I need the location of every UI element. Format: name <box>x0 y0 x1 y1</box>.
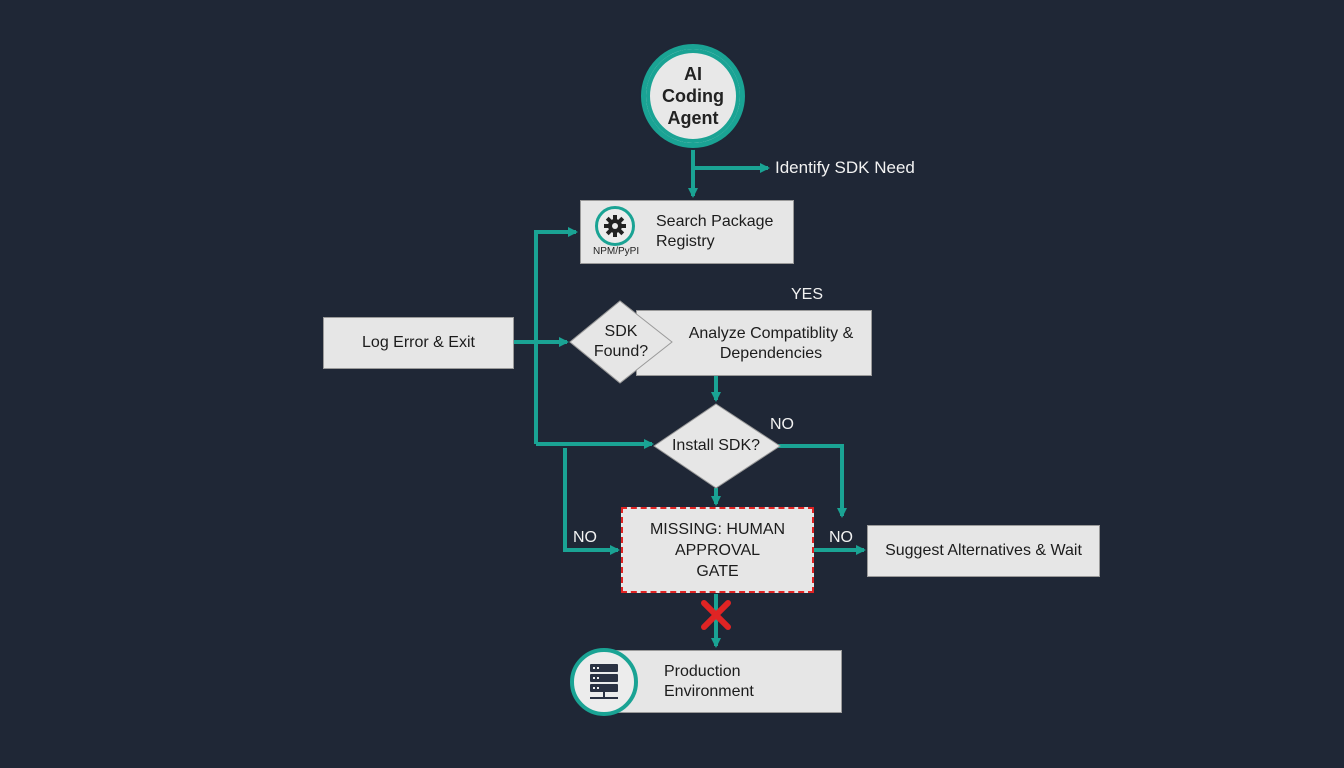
start-line1: AI <box>683 64 702 84</box>
ai-coding-agent-node: AI Coding Agent <box>641 44 745 148</box>
gate-line1: MISSING: HUMAN <box>649 520 786 538</box>
connector-left-no <box>563 448 620 555</box>
sdk-found-text: SDK Found? <box>580 322 662 362</box>
analyze-node: Analyze Compatiblity & Dependencies <box>636 310 872 376</box>
search-line1: Search Package <box>656 213 774 230</box>
server-icon <box>570 648 638 716</box>
gate-line2: APPROVAL <box>674 541 761 559</box>
npm-pypi-badge: NPM/PyPI <box>593 246 640 257</box>
blocked-x-icon <box>701 600 731 630</box>
connector-loop-search <box>534 227 578 444</box>
production-line1: Production <box>664 663 741 680</box>
sdk-found-line1: SDK <box>604 323 638 340</box>
install-sdk-diamond <box>653 403 781 489</box>
missing-approval-gate-node: MISSING: HUMAN APPROVAL GATE <box>621 507 814 593</box>
log-error-node: Log Error & Exit <box>323 317 514 369</box>
gear-icon <box>595 206 635 246</box>
log-error-label: Log Error & Exit <box>362 334 475 351</box>
analyze-line2: Dependencies <box>719 345 823 362</box>
suggest-label: Suggest Alternatives & Wait <box>885 542 1082 559</box>
gate-line3: GATE <box>696 562 739 580</box>
production-line2: Environment <box>664 683 754 700</box>
no-label-gate: NO <box>829 529 853 546</box>
yes-label: YES <box>791 286 824 303</box>
identify-sdk-label: Identify SDK Need <box>775 158 915 177</box>
no-label-left: NO <box>573 529 597 546</box>
sdk-found-line2: Found? <box>593 343 649 360</box>
start-line3: Agent <box>667 108 719 128</box>
production-node: Production Environment <box>604 650 842 713</box>
connector-install-no <box>778 444 847 518</box>
suggest-alternatives-node: Suggest Alternatives & Wait <box>867 525 1100 577</box>
no-label-install: NO <box>770 416 794 433</box>
analyze-line1: Analyze Compatiblity & <box>688 325 854 342</box>
search-line2: Registry <box>656 233 715 250</box>
search-registry-node: NPM/PyPI Search Package Registry <box>580 200 794 264</box>
install-sdk-text: Install SDK? <box>671 437 761 454</box>
start-line2: Coding <box>662 86 724 106</box>
